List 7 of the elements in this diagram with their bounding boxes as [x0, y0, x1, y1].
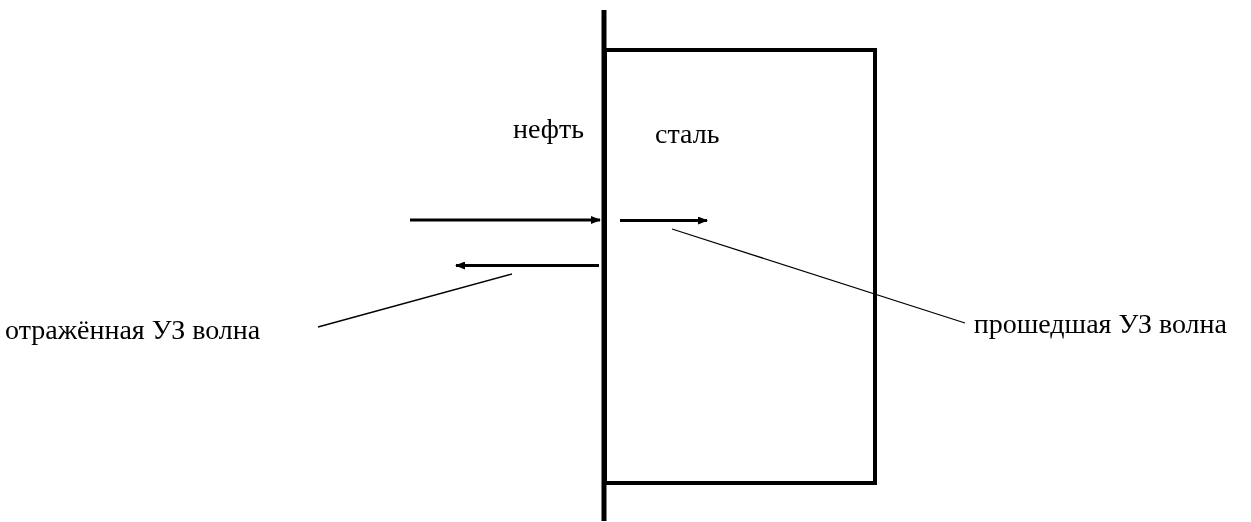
- material-label: сталь: [655, 118, 720, 150]
- leader-line: [671, 228, 966, 324]
- steel-block: [603, 48, 877, 485]
- leader-line: [317, 273, 513, 328]
- medium-label: нефть: [513, 113, 584, 145]
- wave-caption: отражённая УЗ волна: [5, 306, 318, 348]
- wave-caption: прошедшая УЗ волна: [965, 300, 1227, 400]
